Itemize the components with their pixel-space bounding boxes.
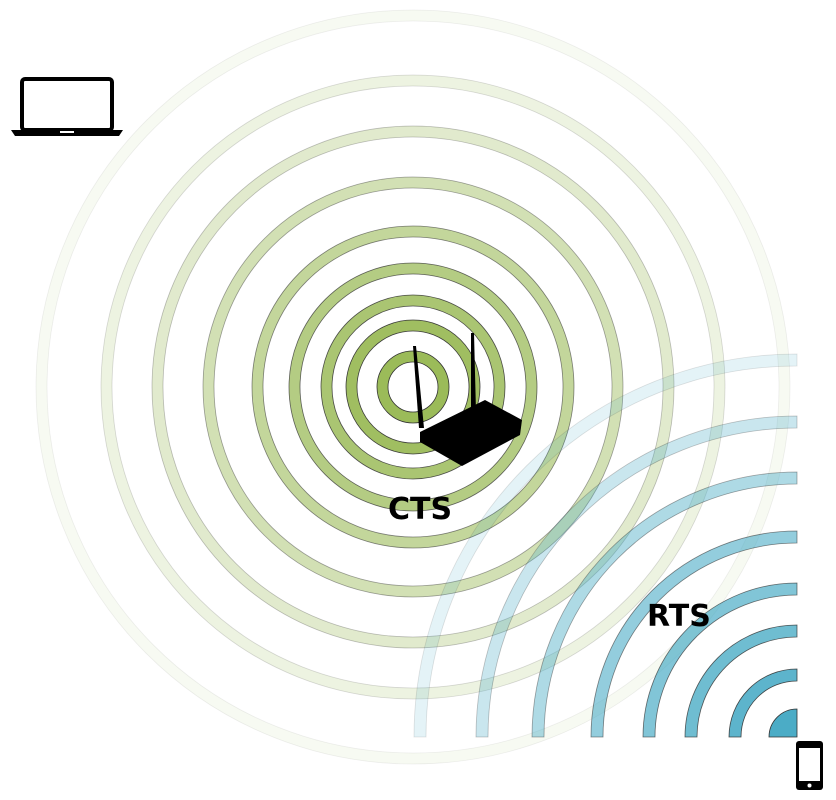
cts-rings [35, 9, 791, 765]
cts-ring [101, 75, 725, 699]
cts-ring-edge [331, 305, 495, 469]
cts-ring-edge [100, 74, 726, 700]
cts-label: CTS [388, 492, 453, 527]
cts-ring-edge [151, 125, 675, 649]
rts-arc [684, 624, 798, 738]
cts-ring-edge [376, 350, 450, 424]
cts-ring-edge [111, 85, 715, 689]
cts-ring [321, 295, 505, 479]
cts-ring-edge [387, 361, 439, 413]
rts-arc [728, 668, 798, 738]
rts-arcs [413, 353, 798, 738]
cts-ring-edge [262, 236, 564, 538]
cts-ring-edge [213, 187, 613, 587]
cts-ring-edge [35, 9, 791, 765]
cts-ring-edge [356, 330, 470, 444]
cts-ring [377, 351, 449, 423]
rts-arc [531, 471, 798, 738]
rts-arc [768, 708, 798, 738]
cts-ring-edge [288, 262, 538, 512]
rts-arc [475, 415, 798, 738]
cts-ring-edge [46, 20, 780, 754]
wireless-router-icon [413, 333, 522, 466]
cts-ring-edge [320, 294, 506, 480]
cts-ring-edge [251, 225, 575, 549]
cts-ring [252, 226, 574, 548]
cts-ring [152, 126, 674, 648]
cts-ring-edge [162, 136, 664, 638]
cts-ring [36, 10, 790, 764]
cts-ring-edge [345, 319, 481, 455]
rts-arc [413, 353, 798, 738]
cts-ring [203, 177, 623, 597]
laptop-icon [11, 77, 123, 136]
rts-label: RTS [647, 599, 711, 634]
cts-ring-edge [299, 273, 527, 501]
cts-ring-edge [202, 176, 624, 598]
rts-arc [590, 530, 798, 738]
rts-arc [642, 582, 798, 738]
smartphone-icon [796, 741, 823, 790]
cts-ring [289, 263, 537, 511]
